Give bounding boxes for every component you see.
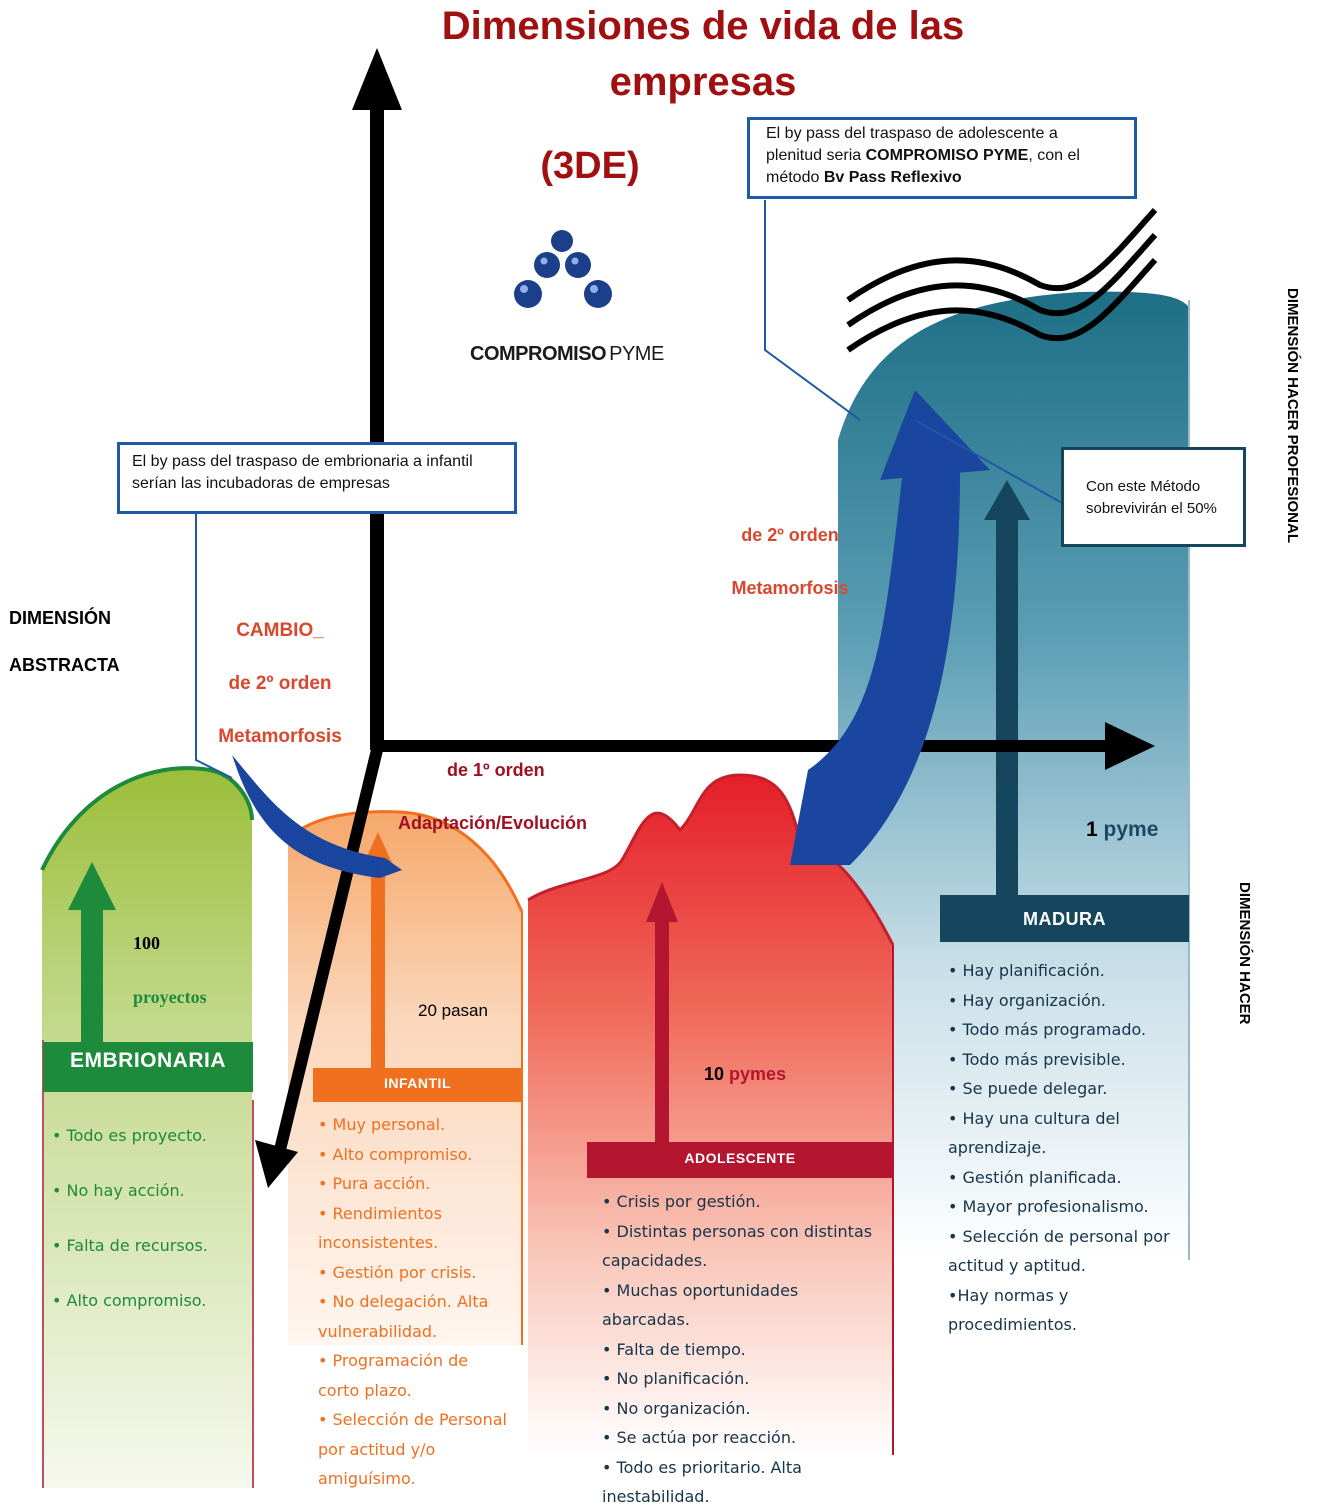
cambio-first-line2: Adaptación/Evolución [398,813,588,833]
note-adolescente-bold2: Bv Pass Reflexivo [823,169,962,186]
note-adolescente-mid: , con el método [766,147,1080,186]
note-metodo: Con este Método sobrevivirán el 50% [1061,447,1246,547]
list-madura: • Hay planificación. • Hay organización. •… [948,956,1193,1340]
list-item: • Selección de Personal por actitud y/o … [318,1410,507,1488]
count-adolescente-num: 10 [704,1064,725,1084]
list-item: • Se puede delegar. [948,1079,1108,1098]
list-item: • No planificación. [602,1369,750,1388]
dimension-hacer-profesional: DIMENSIÓN HACER PROFESIONAL [1284,288,1301,544]
wave-lines [846,207,1158,353]
list-item: • Muy personal. [318,1115,446,1134]
note-embrionaria-text: El by pass del traspaso de embrionaria a… [132,453,473,492]
title-line2: empresas [609,60,797,104]
stage-header-infantil: INFANTIL [384,1075,451,1091]
count-madura-num: 1 [1086,818,1098,841]
count-madura-word: pyme [1103,818,1159,841]
list-item: • Mayor profesionalismo. [948,1197,1149,1216]
dimension-hacer: DIMENSIÓN HACER [1236,882,1253,1025]
list-item: • No delegación. Alta vulnerabilidad. [318,1292,489,1341]
list-item: • Falta de tiempo. [602,1339,746,1359]
logo-icon [514,230,612,308]
bypass-arrow-right [790,390,990,865]
note-metodo-text: Con este Método sobrevivirán el 50% [1086,478,1217,517]
dimension-abstracta-line1: DIMENSIÓN [9,608,112,628]
list-item: • Muchas oportunidades abarcadas. [602,1280,799,1330]
count-madura: 1 pyme [1086,818,1158,842]
stage-header-madura: MADURA [1023,909,1106,929]
list-item: • No organización. [602,1398,751,1418]
logo-text-bold: COMPROMISO [470,343,607,365]
stage-embrionaria-shape [40,766,254,1488]
list-item: • Gestión planificada. [948,1167,1122,1187]
note-adolescente-bold1: COMPROMISO PYME [865,147,1029,164]
axes [255,48,1155,1188]
list-item: •Hay normas y procedimientos. [948,1285,1077,1335]
list-item: • No hay acción. [52,1181,185,1200]
list-item: • Distintas personas con distintas capac… [602,1221,873,1271]
bypass-arrow-left [232,755,402,878]
list-adolescente: • Crisis por gestión. • Distintas persona… [602,1187,882,1512]
list-item: • Todo más programado. [948,1020,1147,1039]
cambio-first-line1: de 1º orden [447,760,545,780]
cambio-left-line1: CAMBIO_ [236,620,324,641]
count-embrionaria-word: proyectos [133,987,207,1007]
count-embrionaria-num: 100 [133,933,160,953]
list-item: • Todo más previsible. [948,1049,1126,1069]
dimension-abstracta-line2: ABSTRACTA [9,655,120,675]
list-item: • Rendimientos inconsistentes. [318,1203,442,1253]
stage-adolescente-shape [527,773,895,1455]
cambio-right-line1: de 2º orden [741,525,839,545]
list-infantil: • Muy personal. • Alto compromiso. • Pura … [318,1110,513,1494]
logo-text-light: PYME [609,343,664,365]
title-line1: Dimensiones de vida de las [441,4,965,48]
stage-header-adolescente: ADOLESCENTE [684,1150,796,1166]
list-item: • Falta de recursos. [52,1236,208,1255]
list-item: • Se actúa por reacción. [602,1428,797,1447]
list-item: • Alto compromiso. [318,1144,473,1164]
note-adolescente: El by pass del traspaso de adolescente a… [747,117,1137,199]
note-embrionaria: El by pass del traspaso de embrionaria a… [117,442,517,514]
count-infantil: 20 pasan [418,1001,488,1020]
stage-header-embrionaria: EMBRIONARIA [70,1049,226,1072]
list-item: • Alto compromiso. [52,1291,207,1310]
list-item: • Selección de personal por actitud y ap… [948,1226,1170,1276]
subtitle: (3DE) [540,145,640,187]
count-adolescente: 10 pymes [704,1064,786,1085]
list-item: • Hay organización. [948,990,1107,1010]
list-embrionaria: • Todo es proyecto. • No hay acción. • Fal… [52,1108,252,1328]
list-item: • Gestión por crisis. [318,1262,477,1282]
list-item: • Todo es proyecto. [52,1126,207,1145]
cambio-right-line2: Metamorfosis [731,578,849,598]
list-item: • Programación de corto plazo. [318,1351,469,1400]
cambio-left-line2: de 2º orden [228,673,332,694]
note-adolescente-pre: El by pass del traspaso de adolescente a… [766,125,1058,164]
list-item: • Hay una cultura del aprendizaje. [948,1108,1120,1158]
list-item: • Todo es prioritario. Alta inestabilida… [602,1457,802,1507]
cambio-left-line3: Metamorfosis [218,726,342,747]
callout-lines [195,200,1063,779]
list-item: • Crisis por gestión. [602,1192,761,1211]
list-item: • Hay planificación. [948,961,1105,980]
count-adolescente-word: pymes [729,1064,787,1084]
list-item: • Pura acción. [318,1174,431,1193]
